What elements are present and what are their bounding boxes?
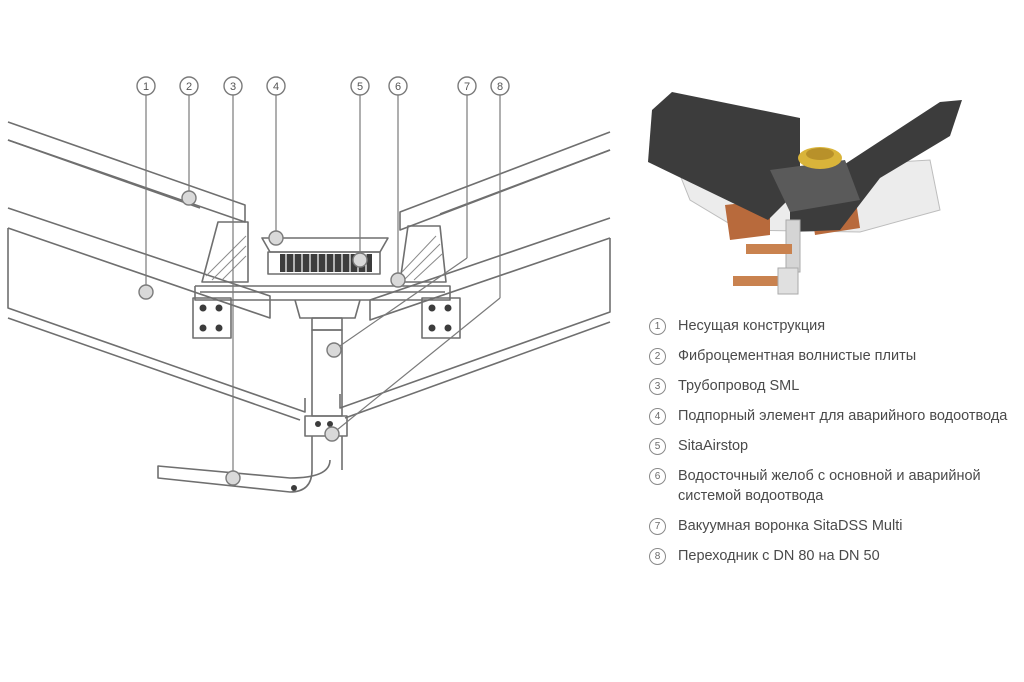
svg-text:5: 5 (357, 81, 363, 93)
marker-7: 7 (457, 76, 477, 96)
marker-labels: 1 2 3 4 5 6 7 8 (136, 76, 510, 96)
svg-text:1: 1 (143, 81, 149, 93)
marker-3: 3 (223, 76, 243, 96)
svg-text:6: 6 (395, 81, 401, 93)
marker-1: 1 (136, 76, 156, 96)
marker-2: 2 (179, 76, 199, 96)
marker-5: 5 (350, 76, 370, 96)
svg-text:8: 8 (497, 81, 503, 93)
marker-8: 8 (490, 76, 510, 96)
marker-6: 6 (388, 76, 408, 96)
marker-4: 4 (266, 76, 286, 96)
svg-text:2: 2 (186, 81, 192, 93)
svg-text:7: 7 (464, 81, 470, 93)
svg-text:4: 4 (273, 81, 279, 93)
svg-text:3: 3 (230, 81, 236, 93)
